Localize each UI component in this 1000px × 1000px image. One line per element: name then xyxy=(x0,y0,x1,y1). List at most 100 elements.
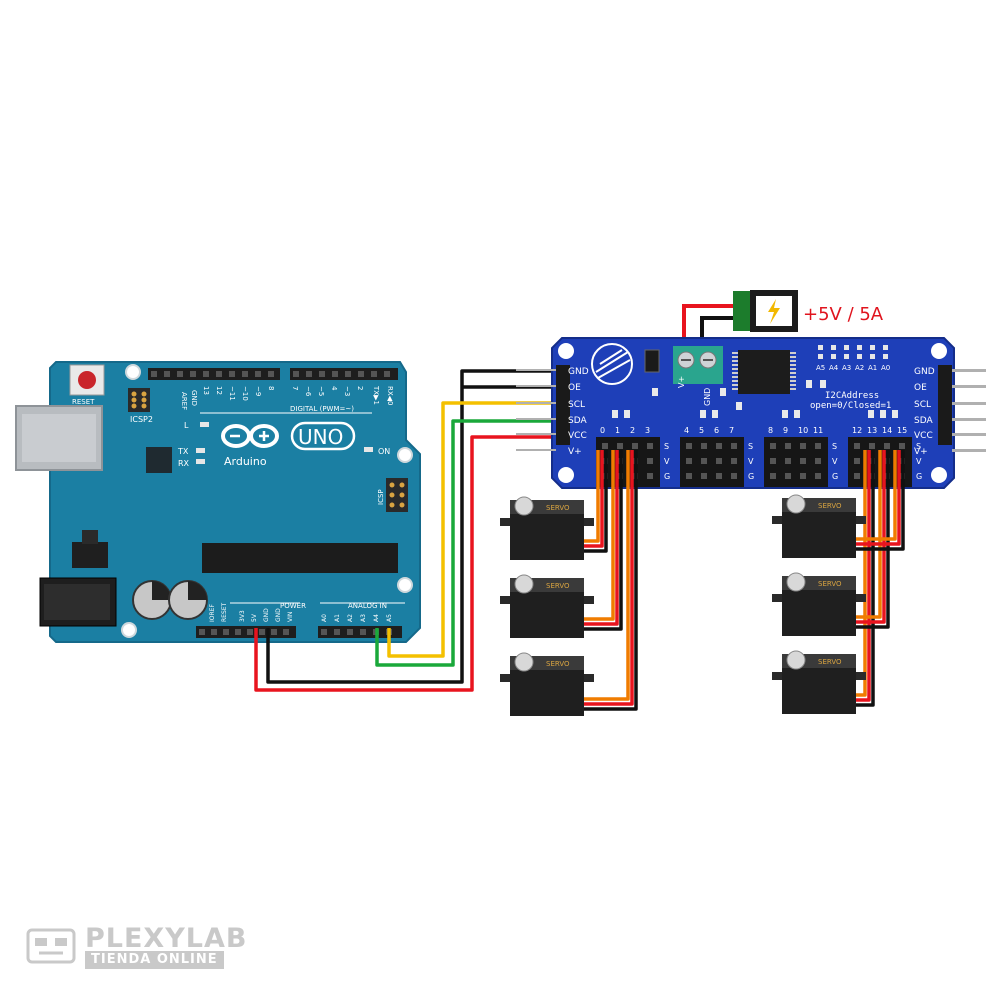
header-pin xyxy=(952,449,986,452)
channel-label: 7 xyxy=(729,426,734,435)
row-label: G xyxy=(748,472,754,481)
digital-pin-label: ~6 xyxy=(304,386,312,397)
wire-vcc-red xyxy=(254,435,556,692)
row-label: V xyxy=(748,457,754,466)
mount-hole xyxy=(121,622,137,638)
capacitor-stripe xyxy=(152,581,171,600)
channel-label: 6 xyxy=(714,426,719,435)
pca9685-chip xyxy=(732,350,796,394)
servo-header-pin xyxy=(647,458,653,464)
i2c-wires xyxy=(254,369,556,692)
servo-wire xyxy=(856,450,871,702)
arduino-brand-label: Arduino xyxy=(224,455,267,468)
smd-component xyxy=(712,410,718,418)
digital-pin-label: ~5 xyxy=(317,386,325,396)
servo-wire xyxy=(856,450,882,619)
address-title: I2CAddress xyxy=(825,391,879,401)
header-hole xyxy=(203,371,209,377)
servo-header-pin xyxy=(686,458,692,464)
header-hole xyxy=(283,629,289,635)
servo-wire xyxy=(584,450,630,701)
servo-header-pin xyxy=(632,443,638,449)
power-supply-label: +5V / 5A xyxy=(803,304,884,325)
servo-label: SERVO xyxy=(818,502,842,510)
servo-header-pin xyxy=(647,443,653,449)
plexylab-watermark: PLEXYLAB TIENDA ONLINE xyxy=(25,923,247,971)
power-pin-label: 5V xyxy=(251,613,258,622)
jumper-pad xyxy=(818,345,823,350)
jumper-pad xyxy=(831,354,836,359)
digital-pin-label: 7 xyxy=(291,386,299,390)
row-label: V xyxy=(832,457,838,466)
jumper-pad xyxy=(844,345,849,350)
header-hole xyxy=(345,371,351,377)
channel-label: 12 xyxy=(852,426,862,435)
smd-component xyxy=(612,410,618,418)
right-pin-label: SCL xyxy=(914,400,931,410)
servo-wire xyxy=(584,450,634,706)
smd-component xyxy=(700,410,706,418)
header-hole xyxy=(306,371,312,377)
jumper-pad xyxy=(857,354,862,359)
address-pin-label: A2 xyxy=(855,364,864,372)
servo-horn xyxy=(786,650,806,670)
mount-hole xyxy=(931,343,947,359)
servo-header-pin xyxy=(854,443,860,449)
servo-label: SERVO xyxy=(818,658,842,666)
chip-leg xyxy=(790,352,796,354)
channel-label: 11 xyxy=(813,426,823,435)
smd-component xyxy=(782,410,788,418)
chip-leg xyxy=(732,380,738,382)
servo-header-pin xyxy=(770,443,776,449)
smd-component xyxy=(652,388,658,396)
led-rx xyxy=(196,459,205,464)
channel-label: 9 xyxy=(783,426,788,435)
servo-horn xyxy=(514,652,534,672)
row-label: S xyxy=(664,442,669,451)
left-pin-label: GND xyxy=(568,367,589,377)
jumper-pad xyxy=(857,345,862,350)
servo-header-pin xyxy=(815,473,821,479)
header-hole xyxy=(332,371,338,377)
servo-wire xyxy=(856,450,886,624)
mount-hole xyxy=(125,364,141,380)
row-label: V xyxy=(664,457,670,466)
smd-component xyxy=(720,388,726,396)
servo-header-pin xyxy=(770,458,776,464)
chip-leg xyxy=(790,364,796,366)
digital-pin-label: ~10 xyxy=(241,386,249,401)
mount-hole xyxy=(397,447,413,463)
reset-button-cap[interactable] xyxy=(78,371,96,389)
smd-component xyxy=(880,410,886,418)
servo-motor: SERVO xyxy=(772,494,866,558)
channel-label: 14 xyxy=(882,426,892,435)
servo-header-pin xyxy=(602,443,608,449)
icsp-header xyxy=(386,478,408,512)
servo-header-pin xyxy=(686,443,692,449)
servo-motor: SERVO xyxy=(500,574,594,638)
servo-wire xyxy=(584,450,604,548)
address-pin-label: A4 xyxy=(829,364,839,372)
row-label: S xyxy=(748,442,753,451)
smd-component xyxy=(892,410,898,418)
servo-header-pin xyxy=(815,443,821,449)
channel-label: 0 xyxy=(600,426,605,435)
header-hole xyxy=(321,629,327,635)
right-header-pins xyxy=(516,369,986,452)
led-rx-label: RX xyxy=(178,459,190,468)
usb-port-inner xyxy=(22,414,96,462)
left-pin-label: V+ xyxy=(568,447,582,457)
servo-label: SERVO xyxy=(546,660,570,668)
servo-header-pin xyxy=(686,473,692,479)
icsp-label: ICSP xyxy=(377,489,385,505)
reset-label: RESET xyxy=(72,398,95,406)
header-hole xyxy=(199,629,205,635)
power-label: POWER xyxy=(280,602,306,610)
servo-header-pin xyxy=(854,473,860,479)
right-pin-label: SDA xyxy=(914,416,933,426)
chip-leg xyxy=(732,360,738,362)
board-logo-icon xyxy=(591,343,633,385)
